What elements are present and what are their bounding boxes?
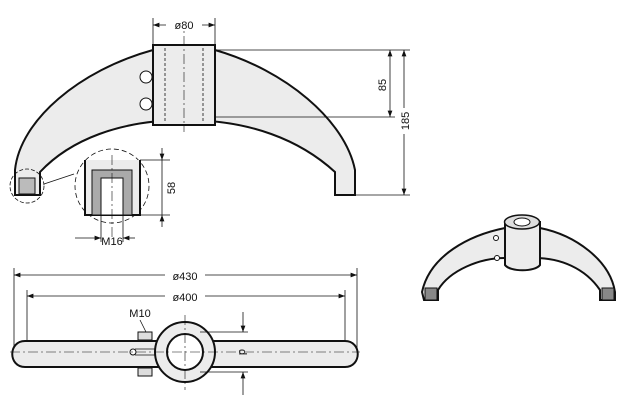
dim-inner-diameter: ø400 [172,292,197,304]
label-screw: M10 [129,308,150,320]
nut [137,331,153,341]
dim-thread: M16 [101,236,122,248]
dim-hub-height: 85 [377,79,389,91]
nut [137,367,153,377]
front-view: ø80 85 185 [14,18,412,196]
dim-hub-diameter: ø80 [175,20,194,32]
label-bore: d [236,349,248,355]
top-view: ø430 ø400 M10 d [10,268,360,395]
screw-hole [139,70,153,84]
screw-hole [139,97,153,111]
detail-view: 58 M16 [9,148,178,248]
perspective-view [420,214,616,301]
dim-total-height: 185 [400,112,412,130]
dim-outer-diameter: ø430 [172,271,197,283]
dim-insert-height: 58 [166,182,178,194]
perspective-hub [504,221,541,272]
